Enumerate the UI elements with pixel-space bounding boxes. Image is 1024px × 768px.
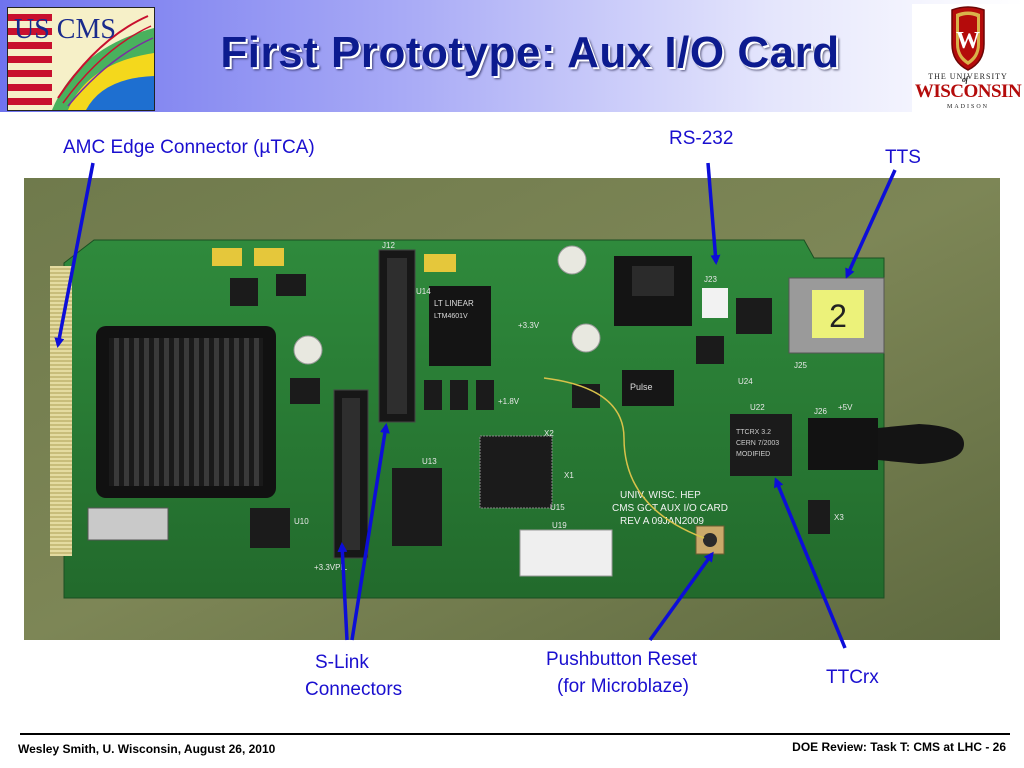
ltm-module [429, 286, 491, 366]
silk-u24: U24 [738, 377, 753, 386]
u19-header [519, 529, 613, 577]
silk-18v: +1.8V [498, 397, 520, 406]
u24-chip [736, 298, 772, 334]
pulse-transformer-label: Pulse [630, 382, 653, 392]
regulator-chip [276, 274, 306, 296]
label-amc-edge-connector: AMC Edge Connector (µTCA) [63, 137, 315, 158]
ttcrx-chip-label3: MODIFIED [736, 451, 770, 458]
uw-logo-line3: MADISON [946, 104, 989, 110]
amc-edge-connector [50, 266, 72, 556]
aux-io-card-photo: J12 LT LINEAR LTM4601V U14 J23 2 J25 Pul… [24, 178, 1000, 640]
silk-33v: +3.3V [518, 321, 540, 330]
page-title: First Prototype: Aux I/O Card [220, 28, 840, 77]
u10-chip [250, 508, 290, 548]
lower-header-connector [87, 507, 169, 541]
coax-connector-body [808, 418, 878, 470]
silk-3v3-pil: +3.3VPIL [314, 563, 348, 572]
x3-crystal [808, 500, 830, 534]
ttcrx-chip-label1: TTCRX 3.2 [736, 429, 771, 436]
label-for-microblaze: (for Microblaze) [557, 676, 689, 697]
rs232-header [702, 288, 728, 318]
inductor [571, 323, 601, 353]
footer-review-page: DOE Review: Task T: CMS at LHC - 26 [792, 740, 1006, 754]
header-band: US CMS First Prototype: Aux I/O Card W T… [0, 0, 1024, 112]
uscms-logo-graphic: US CMS [8, 8, 154, 110]
inductor [557, 245, 587, 275]
ltm-module-label1: LT LINEAR [434, 299, 474, 308]
regulator-chip [290, 378, 320, 404]
regulator-chip [230, 278, 258, 306]
uw-logo-wisconsin: WISCONSIN [914, 81, 1022, 102]
silk-u10: U10 [294, 517, 309, 526]
heatsink-fins [109, 338, 263, 486]
uw-logo-line1: THE UNIVERSITY [928, 72, 1008, 81]
inductor [293, 335, 323, 365]
silk-u13: U13 [422, 457, 437, 466]
silk-u15: U15 [550, 503, 565, 512]
ltm-module-label2: LTM4601V [434, 313, 468, 320]
label-rs232: RS-232 [669, 128, 734, 149]
silk-j12: J12 [382, 241, 395, 250]
label-tts: TTS [885, 147, 921, 168]
tts-sticker-number: 2 [829, 298, 847, 334]
silk-j26: J26 [814, 407, 827, 416]
label-slink: S-Link [315, 652, 369, 673]
uw-crest-icon: W [951, 6, 985, 71]
ttcrx-chip-label2: CERN 7/2003 [736, 440, 779, 447]
silk-x2: X2 [544, 429, 554, 438]
silk-j23: J23 [704, 275, 717, 284]
u21-chip [696, 336, 724, 364]
capacitor [212, 248, 242, 266]
capacitor [254, 248, 284, 266]
silk-u14: U14 [416, 287, 431, 296]
label-ttcrx: TTCrx [826, 667, 879, 688]
yellow-jumper-wire [543, 377, 705, 539]
ttcrx-chip [730, 414, 792, 476]
uscms-logo-text: US CMS [14, 14, 116, 45]
silk-5v: +5V [838, 403, 853, 412]
uw-crest-letter: W [956, 28, 980, 54]
mosfet [424, 380, 442, 410]
uw-logo-of: of [962, 75, 968, 84]
fpga-qfp-chip [479, 435, 553, 509]
pulse-transformer [622, 370, 674, 406]
label-slink-connectors: Connectors [305, 679, 403, 700]
slink-connector-1-slot [387, 258, 407, 414]
silk-u22: U22 [750, 403, 765, 412]
coax-connector-knob [878, 424, 964, 464]
slink-connector-2-slot [342, 398, 360, 550]
capacitor [424, 254, 456, 272]
silk-x1: X1 [564, 471, 574, 480]
rs232-jack-opening [632, 266, 674, 296]
silk-j25: J25 [794, 361, 807, 370]
label-pushbutton-reset: Pushbutton Reset [546, 649, 698, 670]
silk-card-name: CMS GCT AUX I/O CARD [612, 503, 728, 514]
mosfet [450, 380, 468, 410]
footer-divider [20, 733, 1010, 735]
silk-x3: X3 [834, 513, 844, 522]
footer-author: Wesley Smith, U. Wisconsin, August 26, 2… [18, 742, 276, 756]
mosfet [476, 380, 494, 410]
uscms-logo: US CMS [7, 7, 155, 111]
silk-univ-wisc-hep: UNIV. WISC. HEP [620, 490, 701, 501]
u13-chip [392, 468, 442, 546]
silk-revision: REV A 09JAN2009 [620, 516, 704, 527]
pushbutton-reset-cap [703, 533, 717, 547]
silk-u19: U19 [552, 521, 567, 530]
tts-sticker [812, 290, 864, 338]
